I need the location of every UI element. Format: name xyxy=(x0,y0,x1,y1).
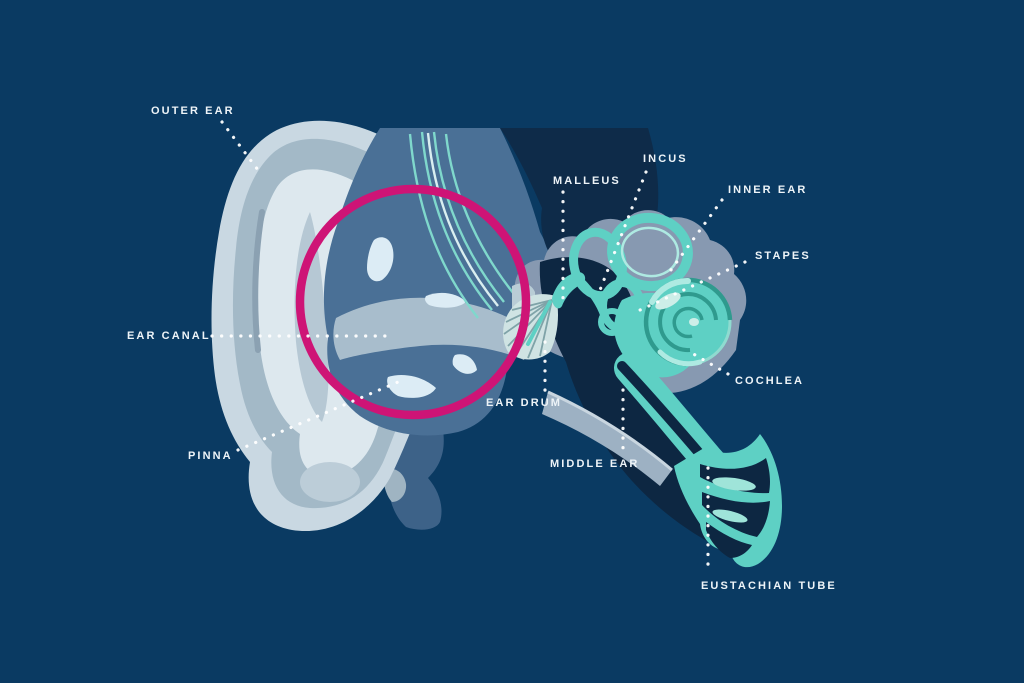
label-eustachian-tube: EUSTACHIAN TUBE xyxy=(701,580,837,592)
inner-ear-leader xyxy=(666,198,724,276)
canal-wall-band-shape xyxy=(542,390,673,486)
eustachian-tube-shape xyxy=(614,352,782,568)
canal-hair-lines xyxy=(408,131,515,319)
label-ear-canal: EAR CANAL xyxy=(127,330,211,342)
label-cochlea: COCHLEA xyxy=(735,375,805,387)
label-inner-ear: INNER EAR xyxy=(728,184,808,196)
stapes-leader xyxy=(638,260,747,312)
highlight-circle xyxy=(295,184,531,420)
incus-leader xyxy=(598,170,648,292)
outer-ear-leader xyxy=(220,120,260,172)
label-pinna: PINNA xyxy=(188,450,233,462)
label-malleus: MALLEUS xyxy=(553,175,621,187)
label-outer-ear: OUTER EAR xyxy=(151,105,235,117)
cochlea-shape xyxy=(643,277,733,367)
label-incus: INCUS xyxy=(643,153,688,165)
leader-lines xyxy=(210,120,747,574)
label-ear-drum: EAR DRUM xyxy=(486,397,563,409)
pinna-leader xyxy=(236,380,400,452)
label-stapes: STAPES xyxy=(755,250,811,262)
label-middle-ear: MIDDLE EAR xyxy=(550,458,640,470)
